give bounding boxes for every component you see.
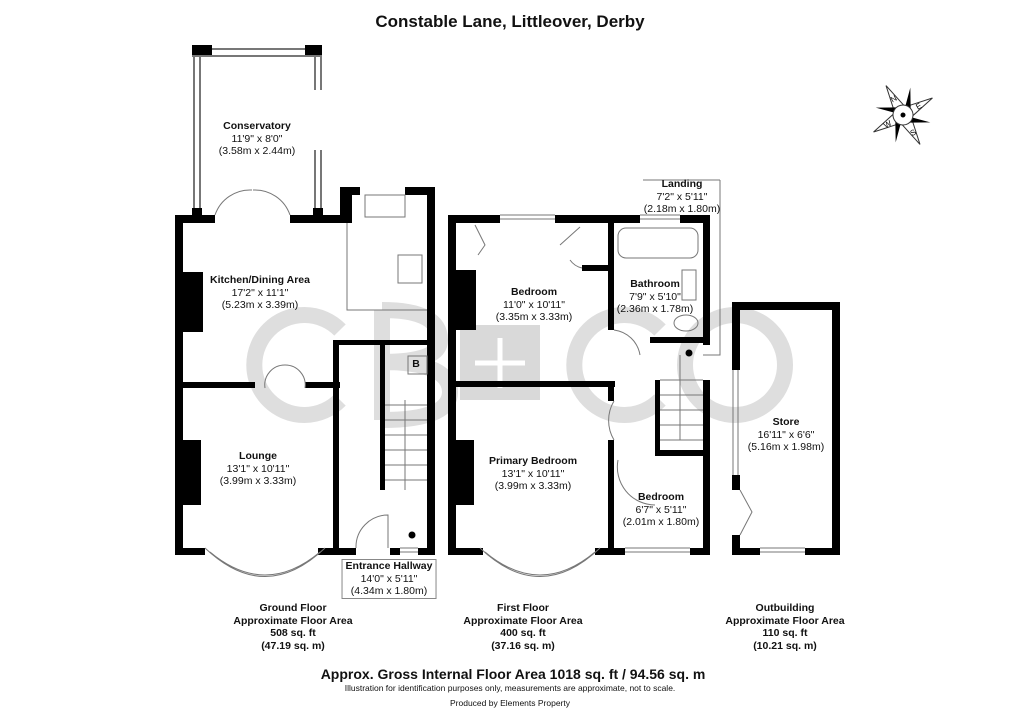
boiler-label: B — [412, 358, 420, 370]
outbuilding-plan — [732, 302, 840, 555]
svg-text:S: S — [909, 128, 918, 138]
plan-title: Constable Lane, Littleover, Derby — [375, 12, 645, 31]
svg-text:N: N — [889, 94, 899, 105]
ground-floor-plan — [175, 45, 435, 555]
gross-area: Approx. Gross Internal Floor Area 1018 s… — [320, 666, 706, 682]
svg-text:W: W — [882, 118, 893, 130]
first-floor-plan — [448, 215, 710, 555]
compass-rose-icon: N E S W — [873, 85, 933, 145]
watermark-logo — [246, 302, 793, 428]
producer-credit: Produced by Elements Property — [449, 698, 571, 708]
disclaimer: Illustration for identification purposes… — [344, 683, 676, 693]
svg-text:E: E — [914, 101, 923, 111]
